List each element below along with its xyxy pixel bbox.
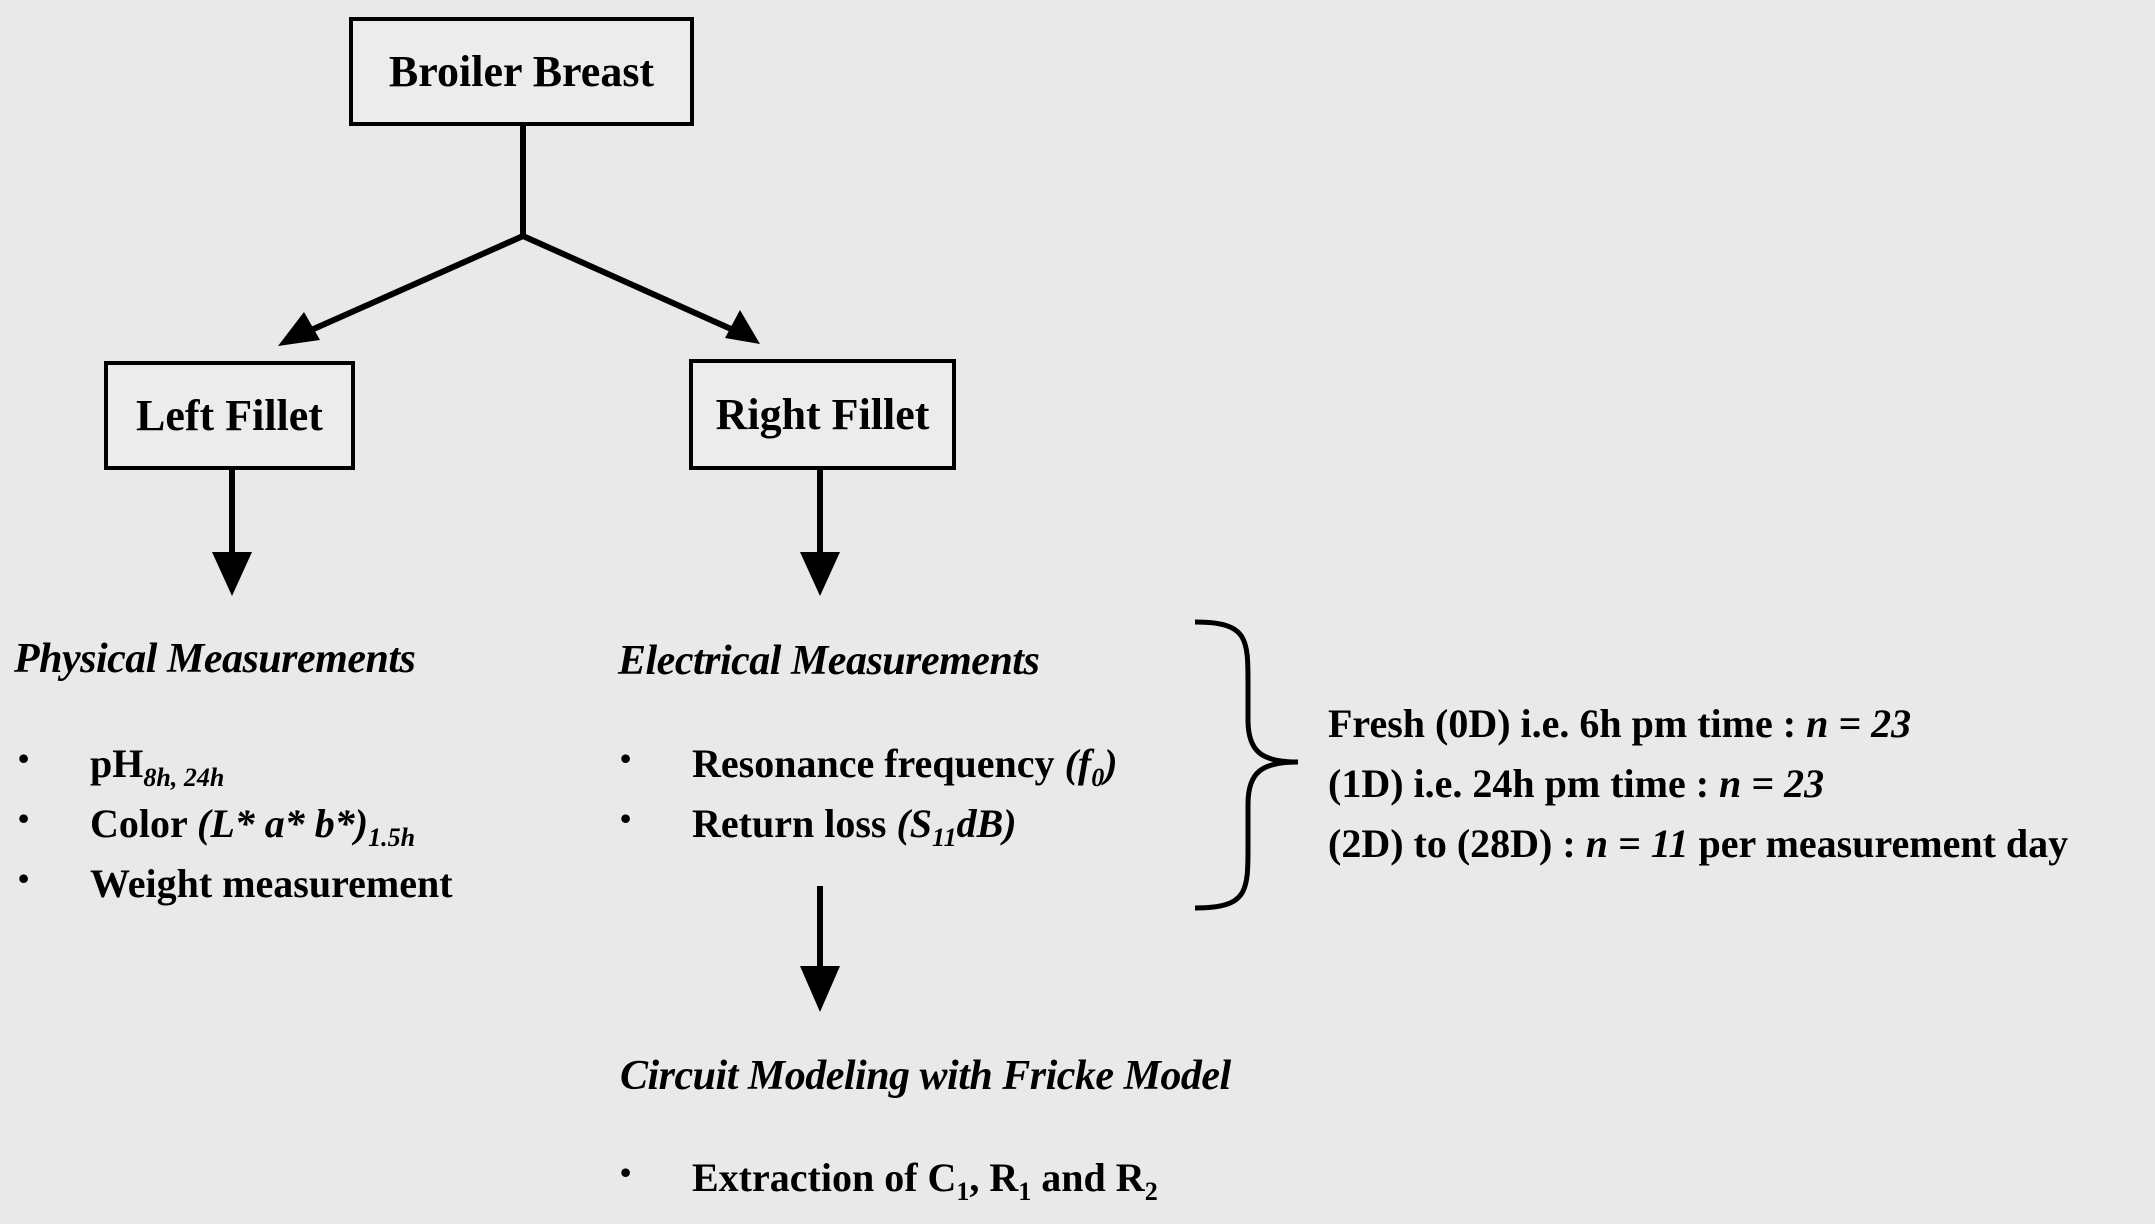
resonance-open: (f — [1064, 741, 1092, 786]
arrowhead-right-fillet — [725, 310, 760, 344]
circuit-modeling-heading: Circuit Modeling with Fricke Model — [620, 1053, 1231, 1099]
bullet-icon: • — [18, 860, 30, 896]
condition-day2-post: per measurement day — [1688, 821, 2069, 866]
arrow-to-right-fillet — [521, 233, 742, 336]
condition-day1-n: n = 23 — [1719, 761, 1825, 806]
arrowhead-circuit — [800, 966, 840, 1012]
return-close: dB) — [956, 801, 1017, 846]
c1-subscript: 1 — [956, 1177, 970, 1206]
extraction-r1: , R — [969, 1155, 1019, 1200]
resonance-close: ) — [1104, 741, 1118, 786]
r2-subscript: 2 — [1144, 1177, 1158, 1206]
bullet-icon: • — [18, 740, 30, 776]
electrical-measurements-list: • Resonance frequency (f0) • Return loss… — [620, 740, 1118, 860]
extraction-text: Extraction of C — [692, 1155, 957, 1200]
electrical-measurements-heading: Electrical Measurements — [618, 638, 1040, 684]
arrowhead-physical — [212, 552, 252, 596]
condition-day1: (1D) i.e. 24h pm time : n = 23 — [1328, 754, 2068, 814]
right-fillet-box: Right Fillet — [689, 359, 956, 470]
condition-fresh-text: Fresh (0D) i.e. 6h pm time : — [1328, 701, 1807, 746]
color-subscript: 1.5h — [368, 823, 416, 852]
physical-measurements-heading: Physical Measurements — [14, 636, 416, 682]
list-item: • Resonance frequency (f0) — [620, 740, 1118, 800]
extraction-r2: and R — [1031, 1155, 1145, 1200]
curly-brace — [1194, 619, 1299, 911]
return-open: (S — [896, 801, 933, 846]
right-fillet-label: Right Fillet — [715, 390, 930, 439]
arrowhead-electrical — [800, 552, 840, 596]
arrowhead-left-fillet — [278, 312, 320, 346]
list-item: • Return loss (S11dB) — [620, 800, 1118, 860]
bullet-icon: • — [620, 1154, 632, 1190]
bullet-icon: • — [620, 740, 632, 776]
condition-day2-text: (2D) to (28D) : — [1328, 821, 1586, 866]
broiler-breast-box: Broiler Breast — [349, 17, 694, 126]
ph-subscript: 8h, 24h — [143, 763, 225, 792]
storage-conditions-list: Fresh (0D) i.e. 6h pm time : n = 23 (1D)… — [1328, 694, 2068, 874]
color-label: Color — [90, 801, 198, 846]
list-item: • Extraction of C1, R1 and R2 — [620, 1154, 1158, 1214]
bullet-icon: • — [18, 800, 30, 836]
broiler-breast-label: Broiler Breast — [388, 47, 655, 96]
physical-measurements-list: • pH8h, 24h • Color (L* a* b*)1.5h • Wei… — [18, 740, 453, 920]
weight-label: Weight measurement — [90, 861, 453, 906]
condition-day2-n: n = 11 — [1585, 821, 1689, 866]
resonance-label: Resonance frequency — [692, 741, 1065, 786]
list-item: • Weight measurement — [18, 860, 453, 920]
resonance-subscript: 0 — [1091, 763, 1105, 792]
bullet-icon: • — [620, 800, 632, 836]
r1-subscript: 1 — [1018, 1177, 1032, 1206]
arrow-to-left-fillet — [298, 233, 525, 338]
list-item: • Color (L* a* b*)1.5h — [18, 800, 453, 860]
left-fillet-label: Left Fillet — [136, 391, 323, 440]
return-loss-label: Return loss — [692, 801, 897, 846]
condition-fresh-n: n = 23 — [1806, 701, 1912, 746]
condition-day2-28: (2D) to (28D) : n = 11 per measurement d… — [1328, 814, 2068, 874]
condition-fresh: Fresh (0D) i.e. 6h pm time : n = 23 — [1328, 694, 2068, 754]
left-fillet-box: Left Fillet — [104, 361, 355, 470]
color-vars: (L* a* b*) — [197, 801, 369, 846]
ph-label: pH — [90, 741, 144, 786]
list-item: • pH8h, 24h — [18, 740, 453, 800]
circuit-modeling-list: • Extraction of C1, R1 and R2 — [620, 1154, 1158, 1214]
condition-day1-text: (1D) i.e. 24h pm time : — [1328, 761, 1720, 806]
return-subscript: 11 — [932, 823, 957, 852]
